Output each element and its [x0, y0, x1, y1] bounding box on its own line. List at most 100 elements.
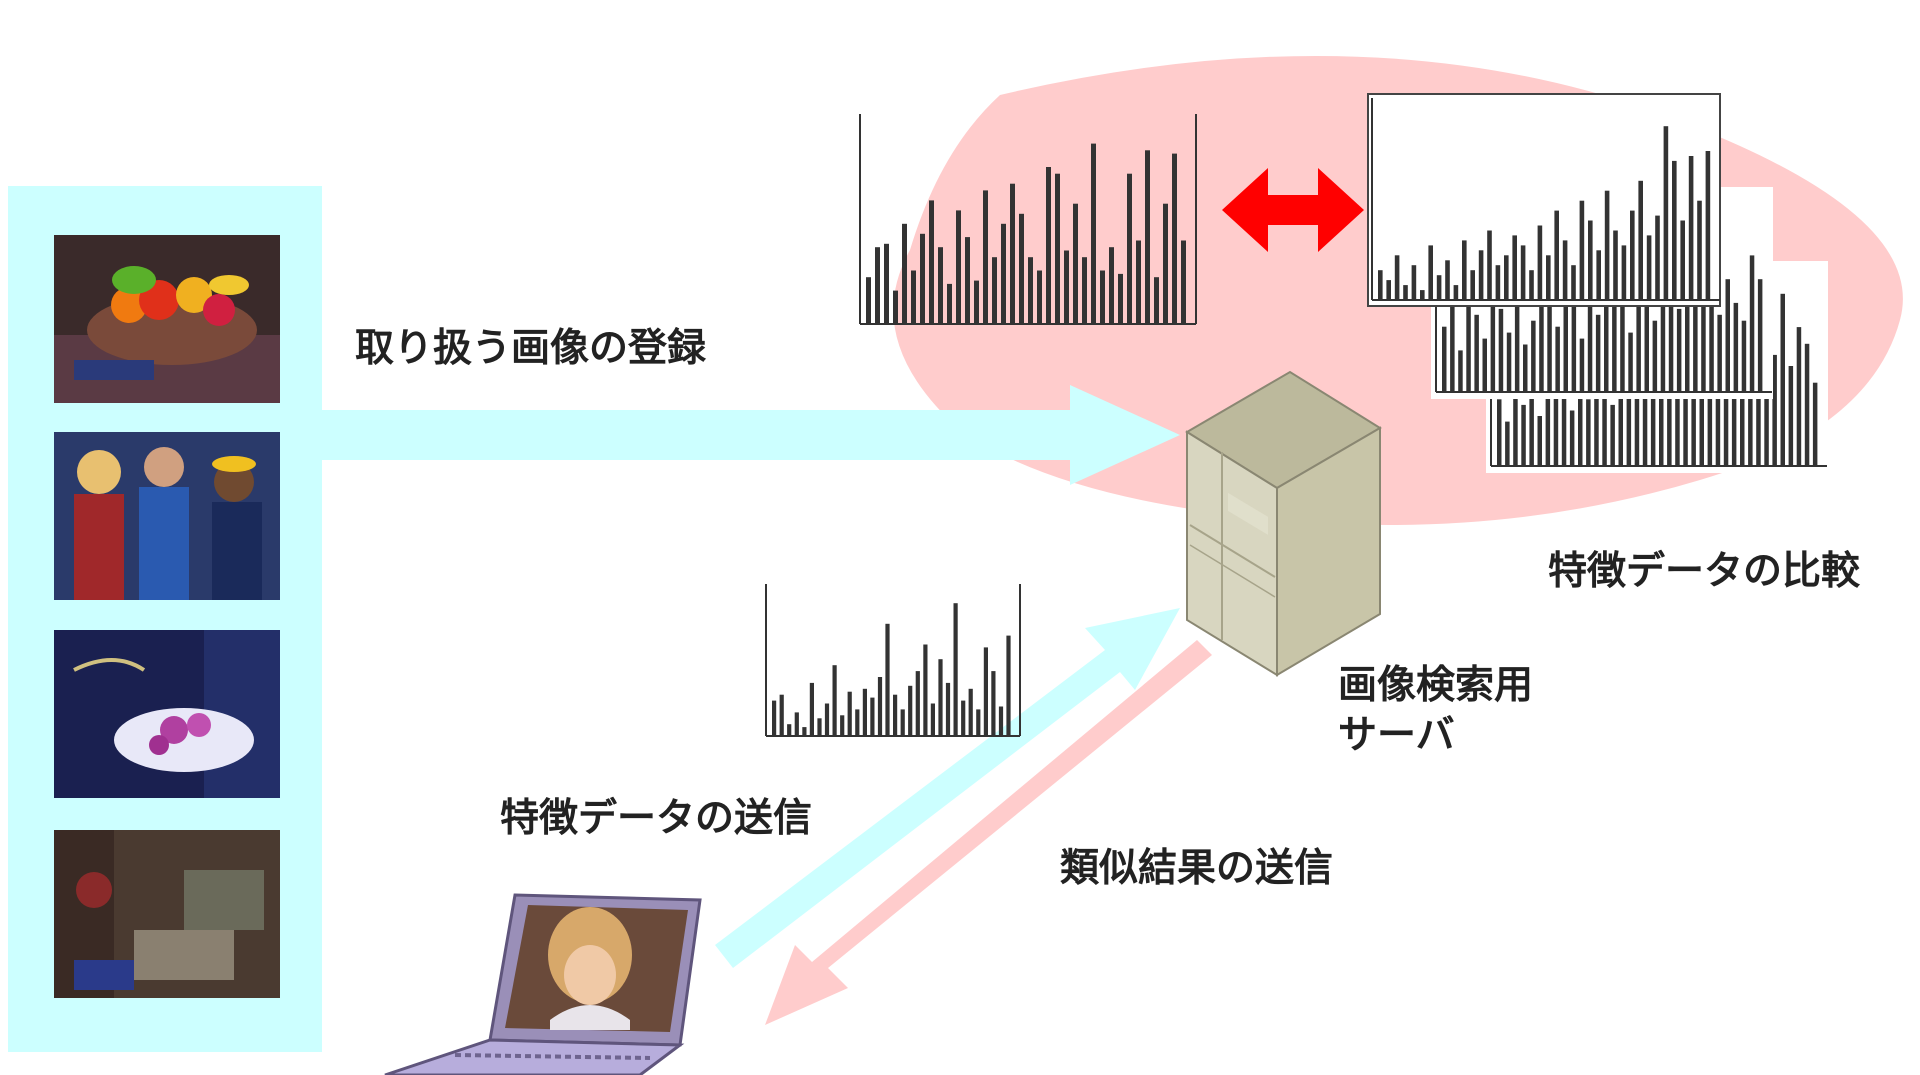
send-results-arrow [765, 640, 1212, 1025]
histogram-bar [885, 623, 890, 736]
histogram-bar [1756, 371, 1761, 466]
histogram-bar [938, 247, 943, 324]
histogram-bar [787, 724, 792, 736]
histogram-bar [1521, 404, 1526, 466]
send-features-label: 特徴データの送信 [500, 796, 813, 841]
histogram-bar [1512, 235, 1517, 300]
histogram-bar [929, 200, 934, 324]
histogram-bar [1588, 220, 1593, 300]
histogram-bar [1181, 240, 1186, 324]
histogram-bar [1697, 200, 1702, 300]
histogram-bar [1504, 255, 1509, 300]
histogram-bar [1001, 223, 1006, 324]
histogram-bar [1705, 151, 1711, 300]
histogram-bar [1660, 237, 1666, 392]
histogram-bar [1610, 404, 1615, 466]
histogram-bar [1613, 230, 1618, 300]
histogram-bar [1028, 257, 1033, 324]
histogram-bar [1717, 314, 1722, 392]
server-label-line1: 画像検索用 [1338, 663, 1534, 708]
histogram-bar [1442, 326, 1447, 392]
histogram-bar [1604, 190, 1610, 300]
histogram-bar [1740, 349, 1745, 466]
histogram-bar [1749, 255, 1755, 392]
histogram-bar [1586, 399, 1591, 466]
histogram-bar [870, 697, 875, 736]
histogram-bar [983, 647, 988, 736]
histogram-bar [1163, 203, 1168, 324]
compare-double-arrow [1222, 168, 1364, 252]
histogram-bar [1109, 247, 1114, 324]
histogram-bar [1733, 302, 1739, 392]
histogram-bar [1578, 377, 1583, 466]
histogram-bar [875, 247, 880, 324]
histogram-bar [1612, 302, 1617, 392]
histogram-bar [1006, 635, 1011, 736]
histogram-bar [1497, 399, 1502, 466]
histogram-bar [1741, 320, 1747, 392]
histogram-bar [794, 712, 799, 736]
histogram-bar [1672, 160, 1677, 300]
histogram-bar [1621, 245, 1627, 300]
histogram-bar [1804, 343, 1810, 466]
histogram-bar [1073, 203, 1078, 324]
histogram-bar [992, 257, 997, 324]
histogram-bar [1100, 270, 1105, 324]
histogram-bar [1154, 277, 1159, 324]
histogram-bar [1378, 270, 1383, 300]
histogram-top [1367, 93, 1721, 307]
send-features-arrow [715, 608, 1180, 968]
compare-label: 特徴データの比較 [1548, 549, 1861, 594]
histogram-bar [1513, 382, 1518, 466]
histogram-bar [1788, 366, 1794, 466]
histogram-bar [1055, 173, 1060, 324]
histogram-bar [911, 270, 916, 324]
histogram-bar [923, 644, 928, 736]
histogram-bar [1780, 293, 1785, 466]
histogram-bar [1091, 143, 1096, 324]
histogram-bar [1529, 270, 1534, 300]
histogram-bar [1553, 388, 1559, 466]
histogram-bar [1812, 382, 1818, 466]
histogram-bar [915, 671, 920, 736]
histogram-bar [1642, 393, 1648, 466]
histogram-bar [1626, 382, 1632, 466]
histogram-bar [1701, 302, 1706, 392]
histogram-bar [1082, 257, 1087, 324]
histogram-bar [1428, 245, 1433, 300]
histogram-bar [1685, 273, 1690, 392]
histogram-bar [1172, 153, 1177, 324]
histogram-bar [1547, 302, 1552, 392]
histogram-bar [772, 700, 777, 736]
server-icon [1185, 370, 1382, 677]
histogram-bar [1531, 320, 1536, 392]
histogram-bar [1725, 279, 1730, 392]
histogram-bar [1594, 360, 1599, 466]
histogram-bar [1628, 332, 1633, 392]
histogram-bar [956, 210, 961, 324]
histogram-bar [1537, 225, 1543, 300]
histogram-bar [1579, 200, 1585, 300]
histogram-bar [1667, 343, 1672, 466]
histogram-bar [953, 603, 958, 736]
histogram-bar [1495, 265, 1501, 300]
histogram-bar [908, 685, 913, 736]
histogram-bar [1453, 285, 1459, 300]
histogram-bar [1650, 354, 1656, 466]
histogram-bar [1127, 173, 1132, 324]
histogram-bar [902, 223, 907, 324]
histogram-bar [983, 190, 988, 324]
histogram-bar [809, 682, 814, 736]
histogram-bar [1478, 250, 1484, 300]
histogram-bar [1668, 285, 1674, 392]
histogram-bar [1394, 255, 1400, 300]
histogram-bar [1046, 167, 1051, 324]
histogram-bar [1505, 421, 1510, 466]
histogram-bar [968, 688, 973, 736]
histogram-bar [884, 243, 889, 324]
histogram-bar [1602, 332, 1607, 466]
histogram-bar [1595, 314, 1601, 392]
histogram-bar [817, 718, 822, 736]
histogram-bar [1554, 210, 1559, 300]
histogram-bar [961, 700, 966, 736]
